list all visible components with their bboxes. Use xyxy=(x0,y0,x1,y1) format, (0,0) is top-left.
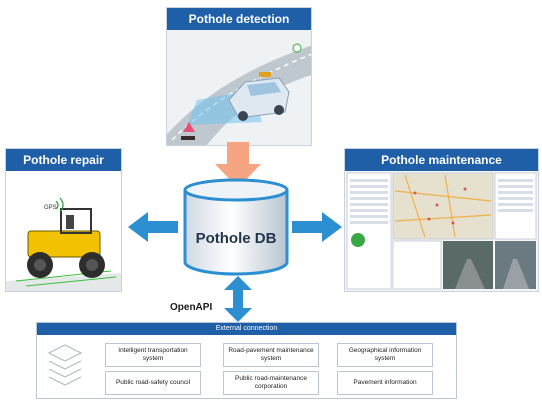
vehicle-detection-illustration xyxy=(167,30,311,145)
pothole-db-label: Pothole DB xyxy=(195,230,277,247)
pothole-maintenance-panel: Pothole maintenance xyxy=(344,148,539,292)
ext-item-gis: Geographical information system xyxy=(337,343,433,367)
ext-item-its: Intelligent transportation system xyxy=(105,343,201,367)
pothole-repair-title: Pothole repair xyxy=(6,149,121,171)
layers-icon xyxy=(47,344,83,386)
arrow-down-detection-to-db xyxy=(215,142,261,188)
gps-signal-icon xyxy=(55,197,64,213)
arrow-right-db-to-maintenance xyxy=(292,212,342,242)
pothole-maintenance-title: Pothole maintenance xyxy=(345,149,538,171)
map-view xyxy=(392,172,494,240)
external-connection-panel: External connection Intelligent transpor… xyxy=(36,322,457,399)
external-connection-title: External connection xyxy=(37,323,456,335)
road-roller-illustration: GPS xyxy=(6,171,121,291)
ext-item-pavement-info: Pavement information xyxy=(337,371,433,395)
arrow-updown-db-external xyxy=(224,276,252,322)
arrow-left-db-to-repair xyxy=(128,212,178,242)
pothole-detection-title: Pothole detection xyxy=(167,8,311,30)
maintenance-dashboard-screenshot xyxy=(345,171,538,291)
road-roller-icon xyxy=(27,208,105,278)
pothole-repair-panel: Pothole repair GPS xyxy=(5,148,122,292)
ext-item-road-pavement: Road-pavement maintenance system xyxy=(223,343,319,367)
status-icon xyxy=(351,233,365,247)
openapi-label: OpenAPI xyxy=(170,302,213,313)
warning-sign-icon xyxy=(181,122,195,140)
gps-label: GPS xyxy=(44,205,57,211)
pothole-db-cylinder xyxy=(183,178,289,276)
pothole-detection-panel: Pothole detection xyxy=(166,7,312,146)
ext-item-safety-council: Public road-safety council xyxy=(105,371,201,395)
ext-item-maintenance-corp: Public road-maintenance corporation xyxy=(223,371,319,395)
check-marker-icon xyxy=(292,43,302,53)
car-icon xyxy=(228,77,290,121)
